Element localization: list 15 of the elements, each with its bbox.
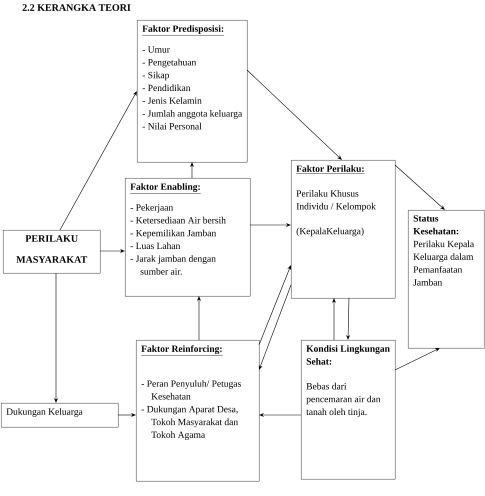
arrow — [258, 284, 292, 370]
support-box: Dukungan Keluarga — [1, 403, 118, 428]
factor-box: Kondisi Lingkungan Sehat: Bebas dari pencemaran air dan tanah oleh tinja. — [301, 340, 396, 480]
start-box: PERILAKU MASYARAKAT — [3, 230, 100, 274]
arrow — [246, 70, 342, 160]
arrow — [258, 265, 291, 346]
factor-box: Faktor Perilaku: Perilaku Khusus Individu / Kelompok (KepalaKeluarga) — [291, 160, 396, 298]
factor-box: Faktor Enabling: - Pekerjaan - Ketersediaan Air bersih - Kepemilikan Jamban - Luas Lahan - Jarak jamban dengan sumber air. — [125, 178, 250, 296]
factor-box: Faktor Predisposisi: - Umur - Pengetahuan - Sikap - Pendidikan - Jenis Kelamin - Jumlah anggota keluarga - Nilai Personal — [137, 20, 248, 162]
arrow — [394, 348, 440, 370]
arrow — [60, 91, 137, 230]
heading: 2.2 KERANGKA TEORI — [22, 4, 130, 11]
outcome-box: Status Kesehatan: Perilaku Kepala Keluarga dalam Pemanfaatan Jamban — [408, 210, 484, 348]
factor-box: Faktor Reinforcing: - Peran Penyuluh/ Petugas Kesehatan - Dukungan Aparat Desa, Tokoh Masyarakat dan Tokoh Agama — [136, 340, 260, 482]
arrow — [394, 164, 445, 210]
